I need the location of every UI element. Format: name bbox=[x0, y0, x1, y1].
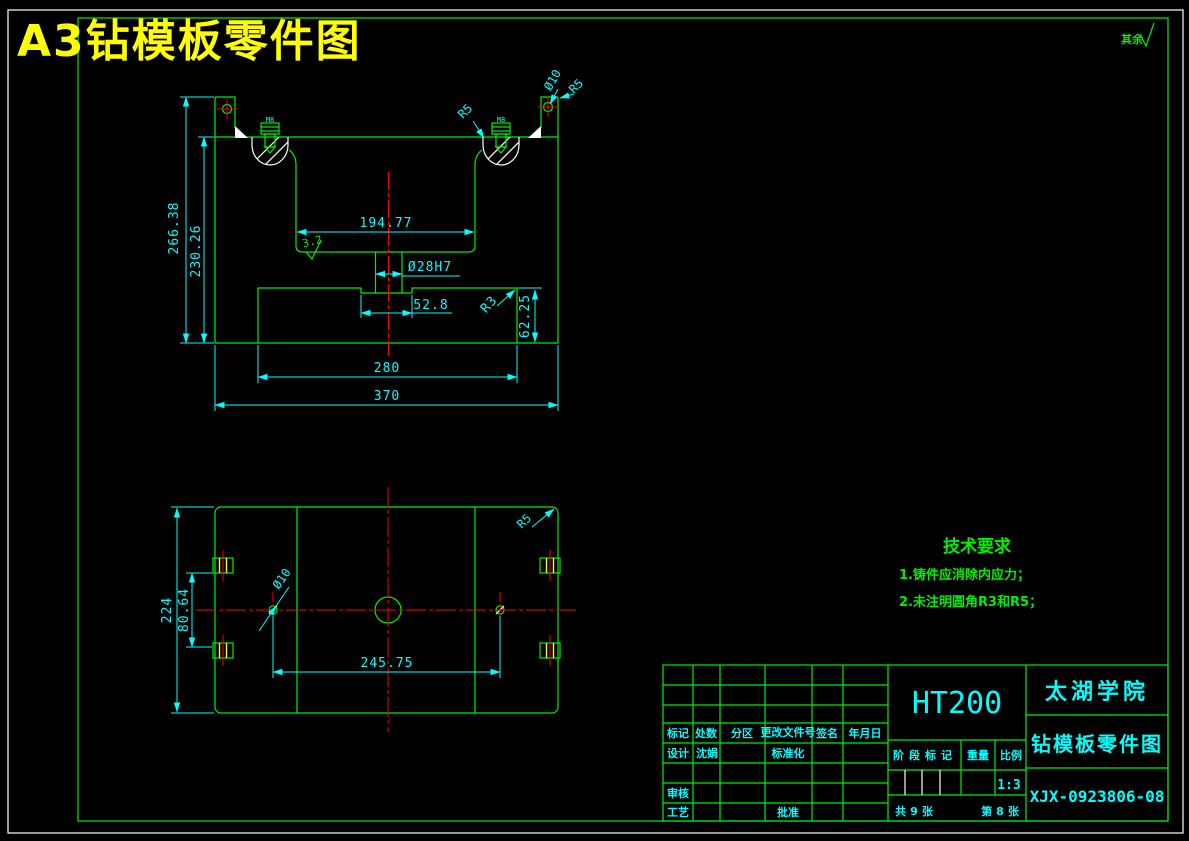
front-view: M8 M8 bbox=[167, 67, 586, 411]
chamfer-right bbox=[528, 126, 541, 138]
dim-hole-dia: Ø10 bbox=[541, 67, 564, 93]
technical-requirements: 技术要求 1.铸件应消除内应力； 2.未注明圆角R3和R5； bbox=[899, 536, 1042, 610]
screw-left bbox=[260, 122, 280, 154]
dim-fillet-r5-right: R5 bbox=[566, 76, 586, 96]
col-date: 年月日 bbox=[849, 726, 882, 740]
dim-fillet-r3: R3 bbox=[478, 293, 501, 316]
scale-label: 比例 bbox=[1000, 748, 1022, 762]
screw-right bbox=[491, 122, 511, 154]
drawing-title: 钻模板零件图 bbox=[1031, 732, 1163, 756]
screw-label-right: M8 bbox=[497, 116, 505, 124]
dim-height-body: 230.26 bbox=[189, 225, 204, 278]
designer-name: 沈娟 bbox=[696, 746, 718, 760]
screw-label-left: M8 bbox=[266, 116, 274, 124]
tech-req-title: 技术要求 bbox=[943, 536, 1011, 557]
sheet-title: A3钻模板零件图 bbox=[17, 16, 362, 67]
weight-label: 重量 bbox=[967, 748, 989, 762]
row-standardization: 标准化 bbox=[771, 746, 805, 760]
title-block: 标记 处数 分区 更改文件号 签名 年月日 设计 沈娟 标准化 审核 工艺 批准… bbox=[662, 664, 1169, 822]
dim-hole-spacing-v: 80.64 bbox=[177, 588, 192, 632]
tech-req-item-2: 2.未注明圆角R3和R5； bbox=[899, 594, 1042, 610]
row-review: 审核 bbox=[667, 786, 689, 800]
pocket-right: M8 bbox=[482, 116, 520, 166]
roughness-check-icon bbox=[1139, 22, 1155, 48]
dim-plate-height: 224 bbox=[160, 597, 175, 623]
tech-req-item-1: 1.铸件应消除内应力； bbox=[899, 567, 1030, 583]
ear-hole-left bbox=[217, 99, 237, 119]
material-label: HT200 bbox=[912, 686, 1002, 721]
surface-note-label: 其余 bbox=[1121, 32, 1144, 46]
row-approve: 批准 bbox=[777, 805, 799, 819]
col-signature: 签名 bbox=[815, 726, 838, 740]
scale-value: 1:3 bbox=[997, 778, 1020, 793]
col-change-no: 更改文件号 bbox=[761, 725, 816, 739]
front-view-dimensions: 266.38 230.26 194.77 3.2 Ø28H7 52.8 62 bbox=[167, 67, 586, 411]
dim-cavity-width: 194.77 bbox=[360, 216, 413, 231]
edge-thread-holes bbox=[212, 550, 561, 666]
dim-fillet-r5-left: R5 bbox=[455, 101, 475, 121]
row-design: 设计 bbox=[667, 746, 689, 760]
dim-base-height: 62.25 bbox=[518, 294, 533, 338]
dim-bore: Ø28H7 bbox=[408, 260, 452, 275]
col-mark: 标记 bbox=[666, 726, 689, 740]
sheet-border bbox=[7, 9, 1184, 834]
dim-height-total: 266.38 bbox=[167, 202, 182, 255]
pocket-left: M8 bbox=[251, 116, 289, 166]
dim-plan-hole-dia: Ø10 bbox=[270, 566, 294, 592]
roughness-symbol bbox=[305, 239, 322, 261]
dim-corner-radius: R5 bbox=[514, 511, 534, 531]
stage-mark-label: 阶段标记 bbox=[893, 748, 957, 762]
ear-hole-right bbox=[538, 97, 558, 117]
organization-name: 太湖学院 bbox=[1045, 679, 1149, 705]
surface-roughness-note: 其余 bbox=[1121, 22, 1155, 48]
plan-view: 224 80.64 Ø10 245.75 R5 bbox=[160, 487, 578, 732]
col-count: 处数 bbox=[694, 726, 718, 740]
sheet-total: 共9张 bbox=[895, 804, 937, 818]
sheet-number: 第8张 bbox=[981, 804, 1023, 818]
title-block-grid bbox=[662, 664, 1169, 822]
dim-base-width: 280 bbox=[374, 361, 400, 376]
dim-total-width: 370 bbox=[374, 389, 400, 404]
drawing-number: XJX-0923806-08 bbox=[1030, 787, 1165, 806]
dim-notch-width: 52.8 bbox=[413, 298, 448, 313]
dim-hole-spacing-h: 245.75 bbox=[361, 656, 414, 671]
chamfer-left bbox=[235, 126, 248, 138]
col-zone: 分区 bbox=[731, 726, 753, 740]
row-process: 工艺 bbox=[667, 805, 689, 819]
